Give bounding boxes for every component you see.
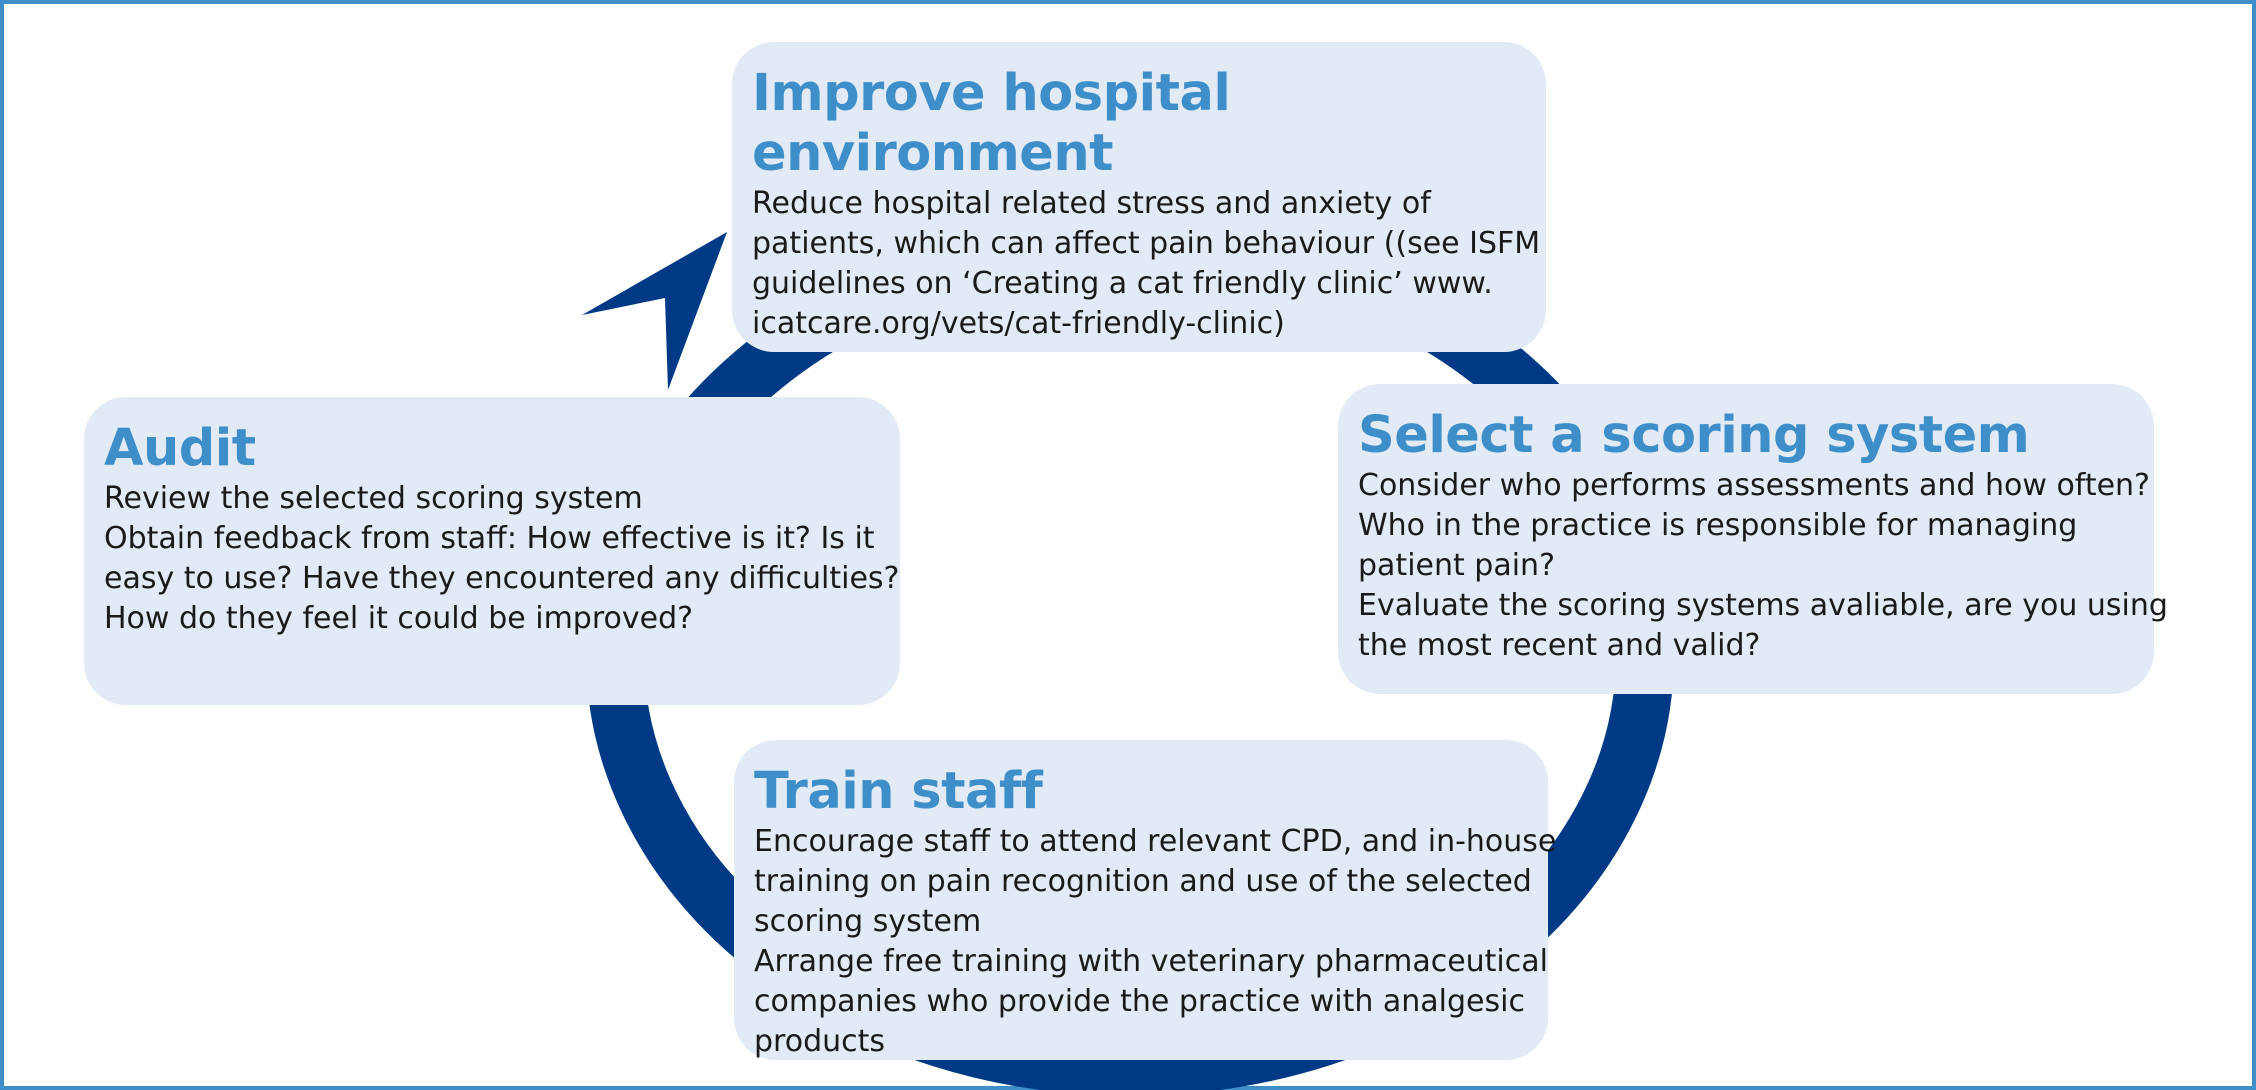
card-body-line: Obtain feedback from staff: How effectiv… (104, 521, 875, 556)
card-body: Encourage staff to attend relevant CPD, … (754, 822, 1557, 1062)
card-body-line: scoring system (754, 904, 982, 939)
card-body-line: Evaluate the scoring systems avaliable, … (1358, 588, 2168, 623)
card-audit: Audit Review the selected scoring system… (84, 397, 900, 705)
card-body-line: Review the selected scoring system (104, 481, 643, 516)
card-title: Audit (104, 419, 256, 478)
card-body-line: How do they feel it could be improved? (104, 601, 694, 636)
card-body-line: companies who provide the practice with … (754, 984, 1525, 1019)
card-body-line: patients, which can affect pain behaviou… (752, 226, 1541, 261)
card-train-staff: Train staff Encourage staff to attend re… (734, 740, 1557, 1062)
card-title: Select a scoring system (1358, 406, 2030, 465)
card-body: Consider who performs assessments and ho… (1358, 466, 2168, 666)
card-body-line: Arrange free training with veterinary ph… (754, 944, 1548, 979)
card-body-line: easy to use? Have they encountered any d… (104, 561, 900, 596)
card-body-line: training on pain recognition and use of … (754, 864, 1532, 899)
card-improve-hospital-environment: Improve hospital environment Reduce hosp… (732, 42, 1546, 352)
card-body-line: Who in the practice is responsible for m… (1358, 508, 2078, 543)
card-body-line: Encourage staff to attend relevant CPD, … (754, 824, 1557, 859)
card-title: Train staff (754, 762, 1043, 821)
card-body-line: Consider who performs assessments and ho… (1358, 468, 2150, 503)
card-body-line: products (754, 1024, 886, 1059)
card-title: Improve hospital environment (752, 64, 1231, 183)
card-body-line: the most recent and valid? (1358, 628, 1761, 663)
card-body-line: icatcare.org/vets/cat-friendly-clinic) (752, 306, 1285, 341)
cycle-arrowhead (582, 232, 727, 390)
card-body-line: Reduce hospital related stress and anxie… (752, 186, 1431, 221)
card-body-line: patient pain? (1358, 548, 1555, 583)
card-select-scoring-system: Select a scoring system Consider who per… (1338, 384, 2168, 694)
card-body: Reduce hospital related stress and anxie… (752, 184, 1541, 344)
card-body-line: guidelines on ‘Creating a cat friendly c… (752, 266, 1493, 301)
card-body: Review the selected scoring system Obtai… (104, 479, 900, 639)
